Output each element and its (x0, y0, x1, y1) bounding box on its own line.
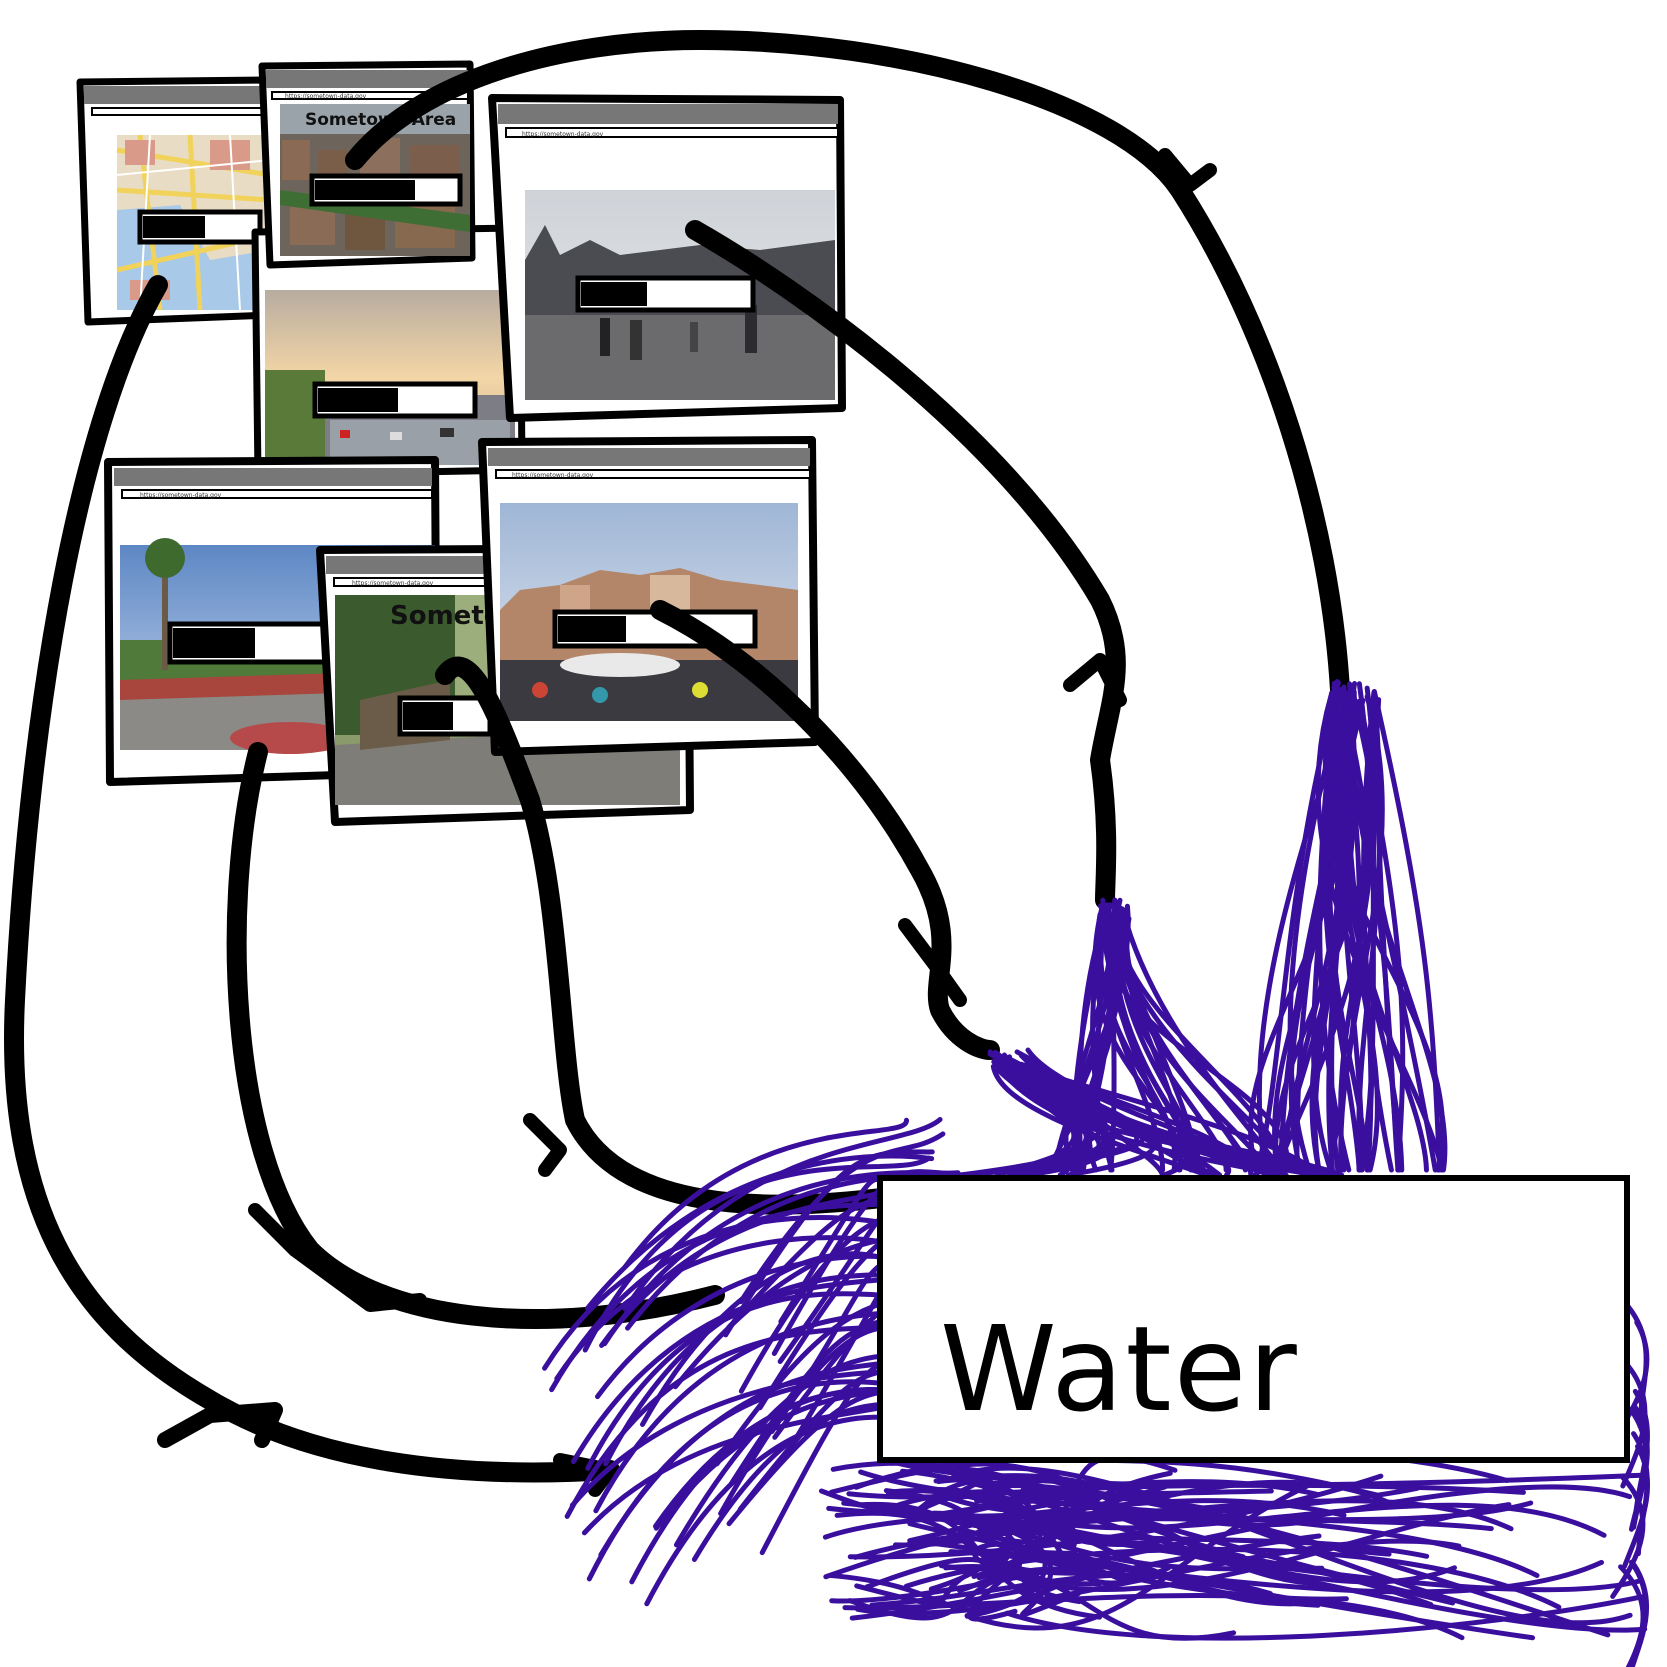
scribble-stroke (939, 1461, 1326, 1587)
scribble-stroke (826, 1505, 1494, 1532)
scribble-stroke (1339, 686, 1401, 1173)
svg-text:https://sometown-data.gov: https://sometown-data.gov (140, 492, 222, 499)
arrowhead-palm-road (248, 1203, 427, 1312)
scribble-stroke (1338, 694, 1385, 1173)
connector-arrow-old-town-crowd (650, 600, 1000, 1060)
connector-arrow-palm-road (226, 742, 725, 1329)
street-photo (265, 290, 515, 465)
scribble-stroke (1003, 1063, 1092, 1178)
target-label: Water (940, 1300, 1299, 1438)
scribble-stroke (900, 1468, 1457, 1585)
scribble-stroke (927, 1540, 1349, 1602)
scribble-stroke (854, 1546, 1034, 1606)
scribble-stroke (1095, 911, 1166, 1173)
browser-window-old-town-crowd[interactable]: https://sometown-data.gov (478, 436, 819, 756)
browser-window-town-square[interactable]: https://sometown-data.gov (488, 94, 846, 422)
scribble-stroke (992, 1064, 1102, 1178)
svg-text:https://sometown-data.gov: https://sometown-data.gov (512, 472, 594, 479)
scribble-stroke (907, 1521, 1536, 1641)
scribble-stroke (864, 1557, 1106, 1590)
scribble-stroke (885, 1488, 1314, 1607)
browser-window-map[interactable] (76, 76, 276, 326)
arrowhead-town-square (1063, 653, 1127, 707)
scribble-stroke (622, 1117, 909, 1270)
scribble-stroke (1004, 1594, 1645, 1641)
scribble-stroke (582, 1155, 932, 1353)
svg-text:https://sometown-data.gov: https://sometown-data.gov (285, 93, 367, 100)
scribble-stroke (1625, 1303, 1649, 1429)
scribble-stroke (983, 1483, 1611, 1638)
scribble-stroke (1631, 1431, 1650, 1557)
scribble-stroke (622, 1116, 943, 1312)
scribble-stroke (1279, 705, 1351, 1173)
connector-arrow-town-square (685, 220, 1126, 910)
scribble-stroke (738, 1131, 946, 1305)
scribble-stroke (1120, 906, 1284, 1173)
scribble-stroke (1632, 1388, 1650, 1514)
window-title: Someto (390, 601, 502, 631)
arrowhead-garden-path (523, 1113, 567, 1177)
target-box-water[interactable]: Water (877, 1175, 1630, 1463)
scribble-stroke (842, 1593, 1465, 1641)
scribble-stroke (849, 1533, 1322, 1621)
scribble-stroke (974, 1498, 1082, 1605)
water-scribble (542, 679, 1651, 1667)
scribble-stroke (1014, 1502, 1607, 1538)
connector-arrow-city-aerial (345, 30, 1350, 700)
svg-text:https://sometown-data.gov: https://sometown-data.gov (522, 131, 604, 138)
arrowhead-city-aerial (1158, 148, 1217, 192)
scribble-stroke (1358, 697, 1382, 1173)
scribble-stroke (1620, 1363, 1648, 1489)
scribble-stroke (584, 1153, 935, 1311)
scribble-stroke (1349, 704, 1448, 1173)
window-layer: https://sometown-data.gov Sometown Area … (76, 60, 846, 826)
scribble-stroke (931, 1510, 1648, 1633)
scribble-stroke (990, 1064, 1210, 1178)
scribble-stroke (1315, 692, 1445, 1173)
scribble-stroke (1271, 699, 1344, 1173)
scribble-stroke (1371, 688, 1443, 1173)
scribble-stroke (1628, 1562, 1650, 1667)
connector-arrow-map (4, 275, 620, 1483)
svg-text:https://sometown-data.gov: https://sometown-data.gov (352, 580, 434, 587)
scribble-stroke (1021, 1053, 1323, 1178)
arrowhead-map (157, 1402, 283, 1448)
arrowhead-old-town-crowd (898, 918, 967, 1007)
scribble-stroke (1273, 698, 1374, 1173)
scribble-stroke (964, 1481, 1314, 1631)
